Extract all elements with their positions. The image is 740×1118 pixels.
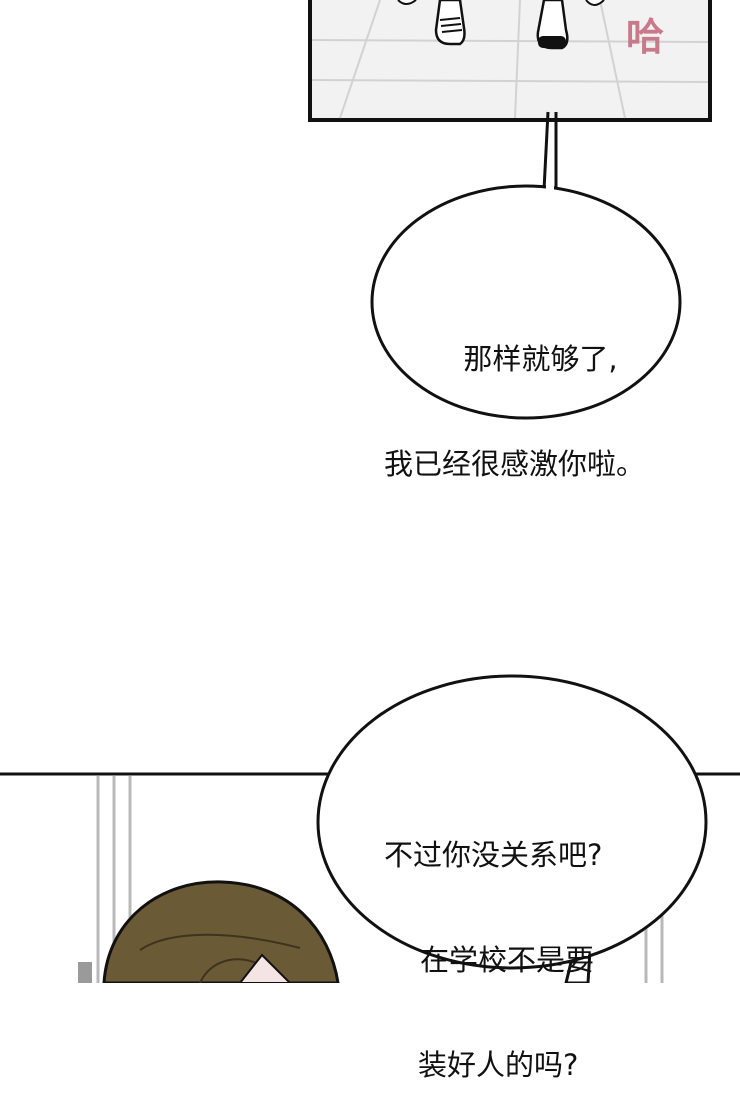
sneaker-left-icon	[434, 0, 466, 46]
bubble-two-line: 在学校不是要	[420, 943, 595, 977]
bubble-one-line: 那样就够了,	[463, 342, 618, 376]
sneaker-right-icon	[536, 0, 569, 50]
bubble-two-line: 装好人的吗?	[418, 1048, 579, 1082]
sound-effect-text: 哈	[626, 15, 666, 59]
bottom-panel-art	[0, 674, 740, 983]
bubble-one-text: 那样就够了, 我已经很感激你啦。	[384, 272, 645, 517]
shoe-icon	[397, 0, 417, 5]
top-panel: 哈	[0, 0, 740, 130]
character-hair	[102, 880, 340, 983]
bubble-one-line: 我已经很感激你啦。	[384, 447, 646, 481]
bubble-two-line: 不过你没关系吧?	[384, 838, 603, 872]
bubble-two-text: 不过你没关系吧? 在学校不是要 装好人的吗?	[384, 768, 602, 1118]
speech-bubble-one	[370, 111, 682, 420]
top-panel-art	[308, 0, 712, 122]
